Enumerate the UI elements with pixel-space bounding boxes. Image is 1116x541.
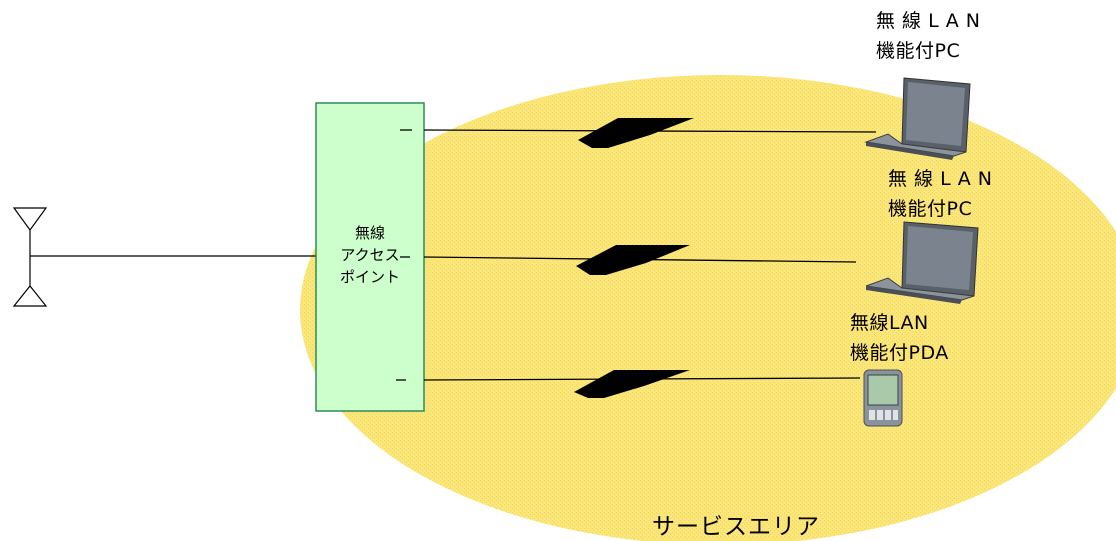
laptop-icon bbox=[865, 221, 979, 304]
device-label-line: 無 線 L A N bbox=[876, 10, 981, 32]
pda-icon bbox=[863, 369, 903, 427]
access-point-label: 無線 アクセス ポイント bbox=[316, 222, 424, 288]
device-label-line: 無線LAN bbox=[850, 312, 929, 334]
device-label-pda: 無線LAN 機能付PDA bbox=[850, 308, 949, 368]
service-area bbox=[300, 75, 1116, 541]
signal-link-2 bbox=[400, 245, 857, 275]
signal-link-3 bbox=[396, 370, 861, 398]
lightning-bolt-icon bbox=[574, 370, 690, 398]
device-label-laptop-2: 無 線 L A N 機能付PC bbox=[888, 164, 992, 224]
device-label-line: 機能付PC bbox=[876, 40, 961, 62]
lightning-bolt-icon bbox=[578, 118, 694, 148]
device-label-laptop-1: 無 線 L A N 機能付PC bbox=[876, 6, 980, 66]
device-label-line: 無 線 L A N bbox=[888, 168, 993, 190]
access-point-label-line: ポイント bbox=[339, 268, 400, 286]
antenna-icon bbox=[12, 207, 48, 307]
signal-link-1 bbox=[400, 118, 877, 148]
laptop-icon bbox=[864, 77, 971, 160]
device-label-line: 機能付PC bbox=[888, 198, 973, 220]
access-point-label-line: 無線 bbox=[354, 224, 385, 242]
access-point-label-line: アクセス bbox=[340, 246, 400, 264]
lightning-bolt-icon bbox=[576, 245, 690, 275]
service-area-label: サービスエリア bbox=[652, 514, 820, 540]
device-label-line: 機能付PDA bbox=[850, 342, 949, 364]
